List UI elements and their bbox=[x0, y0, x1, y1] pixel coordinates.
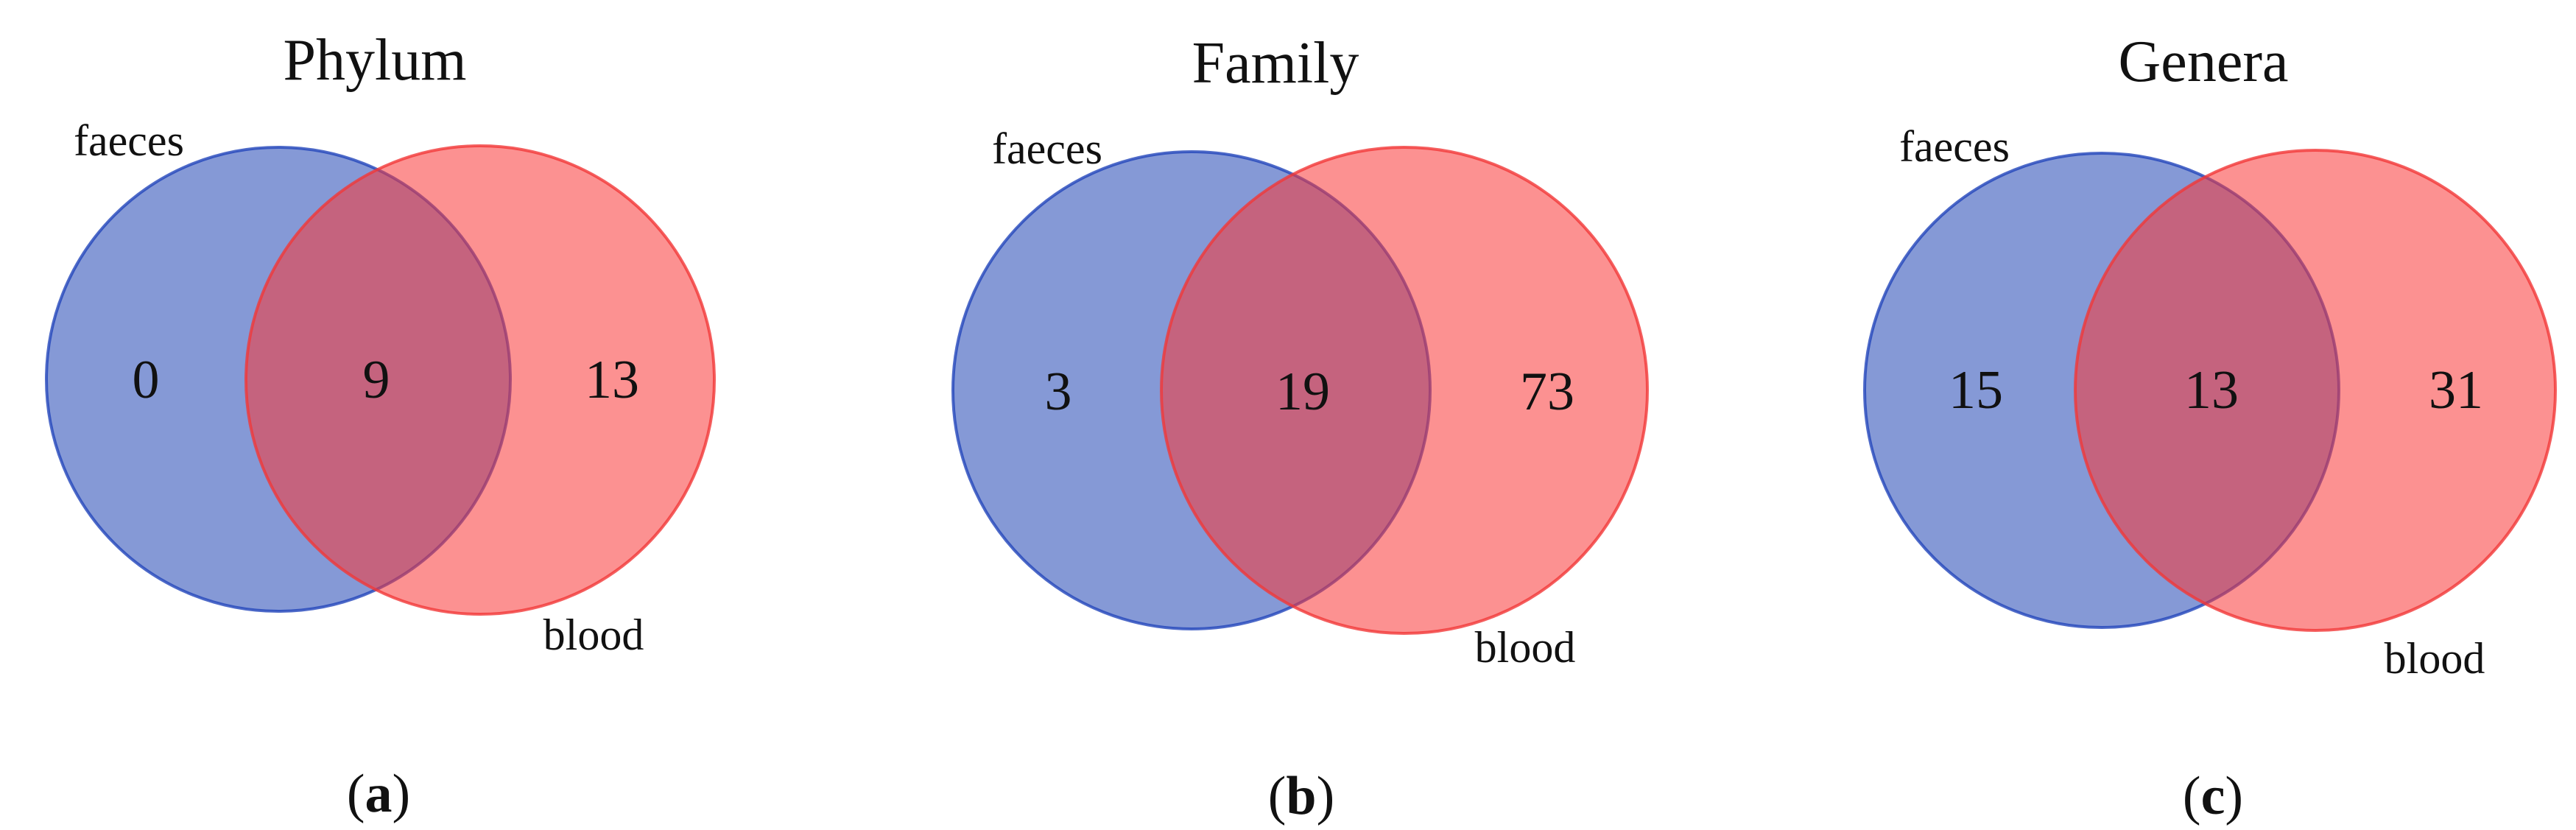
caption-paren-close: ) bbox=[393, 764, 411, 824]
panel-caption: (b) bbox=[1268, 766, 1334, 826]
venn-genera-svg: Genera faeces blood 15 13 31 (c) bbox=[1863, 29, 2557, 826]
blood-circle bbox=[244, 144, 716, 616]
faeces-only-count: 15 bbox=[1949, 360, 2003, 421]
blood-label: blood bbox=[1475, 623, 1576, 672]
caption-paren-open: ( bbox=[347, 764, 365, 824]
blood-circle bbox=[2074, 149, 2557, 632]
panel-title: Genera bbox=[2119, 29, 2289, 94]
caption-paren-close: ) bbox=[2225, 766, 2243, 826]
caption-letter: c bbox=[2201, 766, 2225, 826]
caption-paren-open: ( bbox=[1268, 766, 1287, 826]
caption-letter: b bbox=[1286, 766, 1316, 826]
intersection-count: 19 bbox=[1275, 362, 1330, 422]
blood-circle bbox=[1160, 146, 1649, 635]
blood-label: blood bbox=[543, 611, 644, 659]
faeces-only-count: 0 bbox=[133, 350, 160, 410]
blood-label: blood bbox=[2385, 634, 2485, 683]
blood-only-count: 31 bbox=[2429, 360, 2483, 421]
caption-letter: a bbox=[365, 764, 393, 824]
panel-caption: (a) bbox=[347, 764, 410, 824]
intersection-count: 13 bbox=[2184, 360, 2239, 421]
venn-family-svg: Family faeces blood 3 19 73 (b) bbox=[951, 31, 1649, 826]
panel-genera: Genera faeces blood 15 13 31 (c) bbox=[1717, 0, 2576, 830]
panel-title: Family bbox=[1192, 31, 1359, 96]
faeces-label: faeces bbox=[74, 116, 184, 165]
faeces-only-count: 3 bbox=[1045, 362, 1072, 422]
panel-title: Phylum bbox=[284, 28, 467, 93]
caption-paren-close: ) bbox=[1317, 766, 1335, 826]
venn-phylum-svg: Phylum faeces blood 0 9 13 (a) bbox=[45, 28, 716, 824]
faeces-label: faeces bbox=[1899, 122, 2010, 171]
intersection-count: 9 bbox=[363, 350, 390, 410]
faeces-label: faeces bbox=[992, 124, 1102, 173]
panel-caption: (c) bbox=[2183, 766, 2243, 826]
blood-only-count: 13 bbox=[585, 350, 639, 410]
panel-phylum: Phylum faeces blood 0 9 13 (a) bbox=[0, 0, 859, 830]
blood-only-count: 73 bbox=[1520, 362, 1574, 422]
panel-family: Family faeces blood 3 19 73 (b) bbox=[859, 0, 1717, 830]
caption-paren-open: ( bbox=[2183, 766, 2201, 826]
